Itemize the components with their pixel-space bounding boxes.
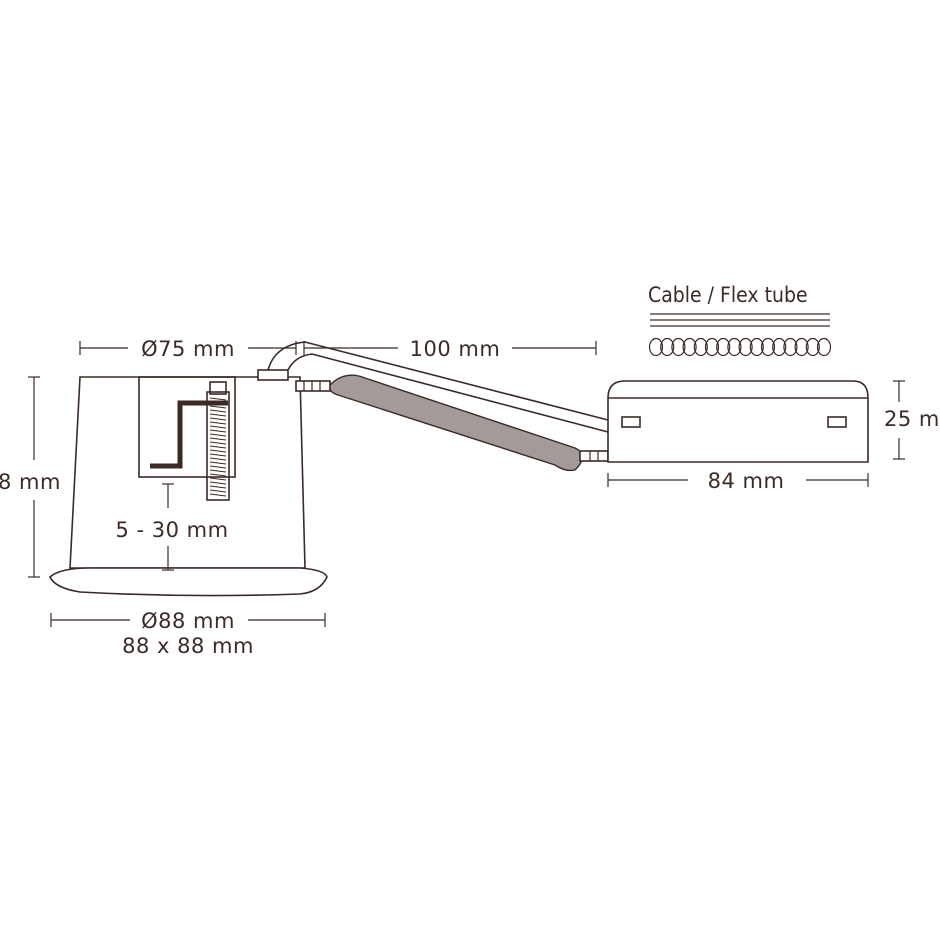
label-bottom-diameter: Ø88 mm xyxy=(141,609,235,633)
dim-cable-length: 100 mm xyxy=(303,337,597,361)
flex-tube-loop xyxy=(682,337,697,357)
screw-thread xyxy=(209,461,227,465)
cable-sleeve-left xyxy=(295,380,331,392)
housing-window xyxy=(138,376,236,478)
screw-thread xyxy=(209,405,227,409)
flex-tube-loop xyxy=(660,337,675,357)
dim-top-diameter: Ø75 mm xyxy=(79,337,297,361)
screw-head xyxy=(209,381,227,395)
lamp-housing xyxy=(49,369,328,597)
screw-thread xyxy=(209,453,227,457)
screw-thread xyxy=(209,469,227,473)
label-adjust-range: 5 - 30 mm xyxy=(115,518,228,542)
screw-thread xyxy=(209,485,227,489)
screw-thread xyxy=(209,429,227,433)
connection-cable xyxy=(267,341,609,472)
label-square-size: 88 x 88 mm xyxy=(122,634,254,658)
screw-thread xyxy=(209,481,227,485)
adjust-screw xyxy=(206,391,230,501)
screw-thread xyxy=(209,465,227,469)
screw-thread xyxy=(209,489,227,493)
flex-tube-loop xyxy=(716,337,731,357)
screw-thread xyxy=(209,433,227,437)
screw-thread xyxy=(209,397,227,401)
flex-tube-loop xyxy=(794,337,809,357)
flex-tube-loop xyxy=(738,337,753,357)
cable-upper-line-b xyxy=(287,353,609,433)
label-driver-height: 25 m xyxy=(884,407,940,431)
housing-flange xyxy=(49,567,328,597)
dim-bottom-diameter: Ø88 mm 88 x 88 mm xyxy=(50,609,326,658)
screw-thread xyxy=(209,473,227,477)
flex-tube-loop xyxy=(805,337,820,357)
flex-tube-loop xyxy=(693,337,708,357)
screw-thread xyxy=(209,417,227,421)
flex-tube-loop xyxy=(671,337,686,357)
legend: Cable / Flex tube xyxy=(648,283,832,357)
dim-adjust-range: 5 - 30 mm xyxy=(115,483,228,571)
flex-tube-loop xyxy=(772,337,787,357)
screw-thread xyxy=(209,421,227,425)
flex-tube-loop xyxy=(749,337,764,357)
label-driver-length: 84 mm xyxy=(708,469,785,493)
screw-threads xyxy=(209,397,227,497)
flex-tube-loop xyxy=(704,337,720,357)
cable-sleeve-right xyxy=(579,450,609,462)
screw-thread xyxy=(209,449,227,453)
screw-thread xyxy=(209,493,227,497)
driver-slot-left xyxy=(621,416,641,428)
screw-thread xyxy=(209,477,227,481)
flex-tube-loop xyxy=(648,337,664,357)
flex-tube-loop xyxy=(783,337,798,357)
flex-tube-loop xyxy=(816,337,832,357)
screw-thread xyxy=(209,441,227,445)
cable-gland xyxy=(257,369,289,381)
screw-thread xyxy=(209,413,227,417)
screw-thread xyxy=(209,445,227,449)
screw-thread xyxy=(209,457,227,461)
dim-driver-length: 84 mm xyxy=(607,469,869,493)
flex-tube-icon xyxy=(648,337,832,357)
screw-thread xyxy=(209,401,227,405)
flex-tube-loop xyxy=(727,337,742,357)
screw-thread xyxy=(209,409,227,413)
screw-thread xyxy=(209,437,227,441)
flat-cable xyxy=(328,374,584,472)
dim-driver-height: 25 m xyxy=(884,380,940,460)
screw-thread xyxy=(209,425,227,429)
label-top-diameter: Ø75 mm xyxy=(141,337,235,361)
legend-label: Cable / Flex tube xyxy=(648,283,808,307)
driver-box xyxy=(607,380,869,463)
flex-tube-loop xyxy=(760,337,776,357)
dim-height: 8 mm xyxy=(0,376,61,578)
cable-upper-line-a xyxy=(267,341,609,421)
spring-clip xyxy=(150,400,228,469)
driver-body xyxy=(607,380,869,463)
label-cable-length: 100 mm xyxy=(410,337,501,361)
driver-slot-right xyxy=(827,416,847,428)
label-height: 8 mm xyxy=(0,470,61,494)
